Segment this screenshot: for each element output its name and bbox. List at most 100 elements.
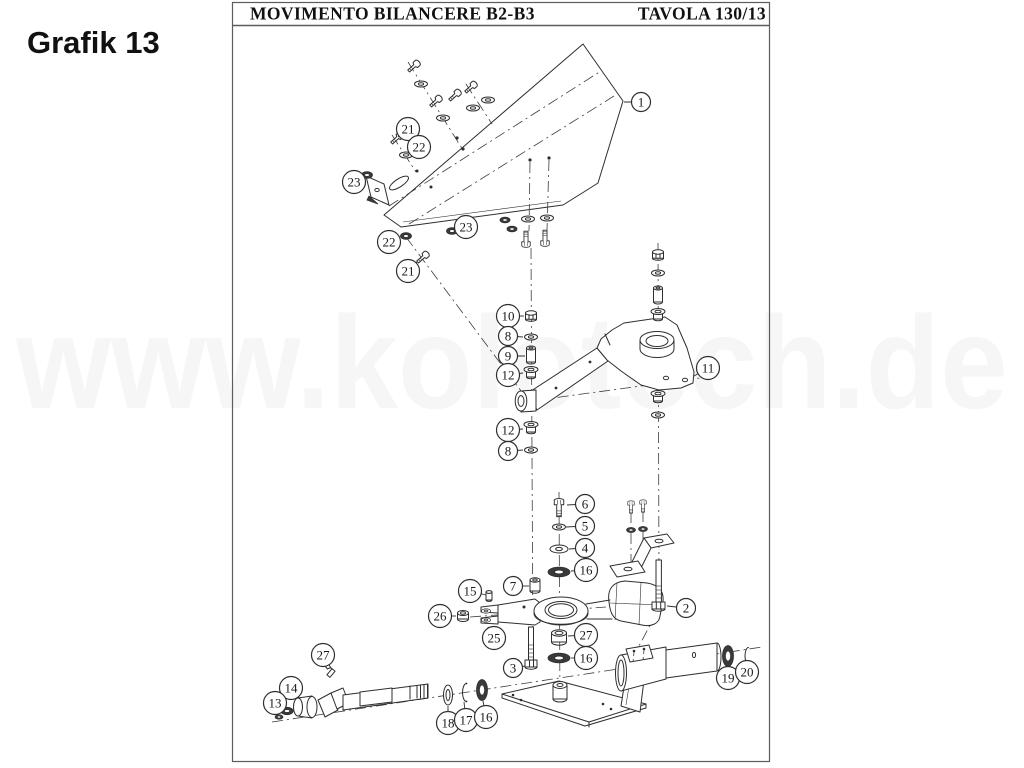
bearing-part-16b [547, 652, 571, 664]
washer [540, 214, 554, 222]
plate-slot [389, 175, 409, 191]
support-bracket-part [514, 316, 695, 413]
spacer-part-27 [551, 629, 567, 646]
bushing-part-12b [523, 421, 539, 435]
callout-16: 16 [571, 645, 599, 671]
callout-number: 2 [683, 601, 690, 616]
callout-number: 25 [488, 631, 501, 646]
cap-part-14 [293, 695, 318, 719]
bushing-right [650, 308, 666, 322]
callout-number: 21 [402, 122, 415, 137]
washer-right [651, 269, 665, 277]
washer-right-lower [651, 411, 665, 419]
page-title: Grafik 13 [27, 25, 160, 60]
callout-number: 10 [502, 309, 515, 324]
spacer-right [653, 285, 663, 305]
callout-18: 18 [435, 706, 461, 736]
callout-number: 16 [580, 651, 594, 666]
callout-21: 21 [395, 258, 421, 284]
center-pivot-stack [547, 498, 571, 664]
callout-16: 16 [570, 557, 599, 583]
bolt-part-2 [651, 559, 666, 612]
bushing-part-26 [457, 610, 469, 622]
callout-number: 27 [317, 648, 331, 663]
callout-number: 26 [434, 609, 448, 624]
bearing-part-16c [476, 679, 488, 701]
bushing-part-12 [523, 366, 539, 380]
callout-number: 22 [413, 140, 426, 155]
callout-number: 14 [285, 681, 299, 696]
washer-part-4 [549, 544, 569, 554]
callout-number: 7 [510, 579, 517, 594]
callout-8: 8 [497, 325, 524, 347]
callout-27: 27 [310, 642, 336, 669]
spacer-part-9 [526, 345, 536, 365]
callout-6: 6 [566, 493, 596, 515]
small-washer [638, 526, 648, 532]
washer-part-8 [524, 333, 538, 341]
base-boss [552, 681, 568, 703]
callout-number: 9 [505, 349, 512, 364]
callout-3: 3 [502, 657, 526, 679]
callout-number: 19 [722, 671, 735, 686]
callout-22: 22 [376, 229, 402, 255]
spacer-part-7 [529, 577, 541, 594]
washer [521, 215, 535, 223]
small-washer [274, 714, 284, 720]
callout-15: 15 [457, 578, 487, 604]
callout-number: 23 [460, 220, 473, 235]
callout-number: 6 [582, 497, 589, 512]
callout-26: 26 [427, 603, 456, 629]
bearing-part-19 [722, 645, 734, 667]
header-plate-number: TAVOLA 130/13 [638, 4, 766, 24]
drawing-frame [231, 1, 771, 763]
circlip-part-17 [462, 682, 468, 703]
callout-16: 16 [473, 700, 499, 730]
washer-part-8b [524, 446, 538, 454]
callout-21: 21 [395, 116, 421, 142]
small-washer [626, 527, 636, 533]
callout-2: 2 [666, 597, 697, 619]
header-title: MOVIMENTO BILANCERE B2-B3 [250, 4, 535, 24]
pin-part-15 [485, 590, 493, 602]
exploded-view [271, 43, 763, 728]
callout-number: 20 [741, 665, 754, 680]
bolt-part-3 [524, 626, 538, 670]
callout-number: 4 [582, 541, 589, 556]
callout-number: 1 [638, 95, 645, 110]
guard-plate-part [365, 43, 624, 228]
callout-10: 10 [495, 303, 524, 329]
callout-5: 5 [565, 515, 596, 537]
callout-8: 8 [497, 440, 524, 462]
bearing-part-16 [547, 566, 571, 578]
dark-washer [499, 216, 511, 224]
callout-number: 12 [502, 368, 515, 383]
callout-4: 4 [568, 537, 596, 559]
callout-23: 23 [453, 214, 479, 240]
callout-number: 16 [480, 710, 494, 725]
callout-number: 12 [502, 423, 515, 438]
bushing-right-lower [650, 390, 666, 404]
callout-25: 25 [481, 625, 507, 651]
clamp-block [625, 644, 654, 663]
callout-20: 20 [734, 659, 760, 685]
callout-number: 8 [505, 329, 512, 344]
shaft-assembly [274, 665, 488, 720]
washer [436, 114, 450, 122]
callout-number: 13 [269, 696, 282, 711]
washer-part-25 [480, 608, 492, 614]
callout-number: 3 [510, 661, 517, 676]
callout-13: 13 [262, 690, 288, 716]
callout-12: 12 [495, 362, 524, 388]
callout-23: 23 [341, 169, 367, 195]
housing-assembly [501, 642, 749, 728]
washer-part-22 [414, 80, 428, 88]
callout-number: 18 [442, 716, 455, 731]
callout-14: 14 [278, 675, 304, 701]
callout-number: 17 [460, 713, 474, 728]
rocker-arm-part [457, 577, 664, 670]
callout-number: 8 [505, 444, 512, 459]
